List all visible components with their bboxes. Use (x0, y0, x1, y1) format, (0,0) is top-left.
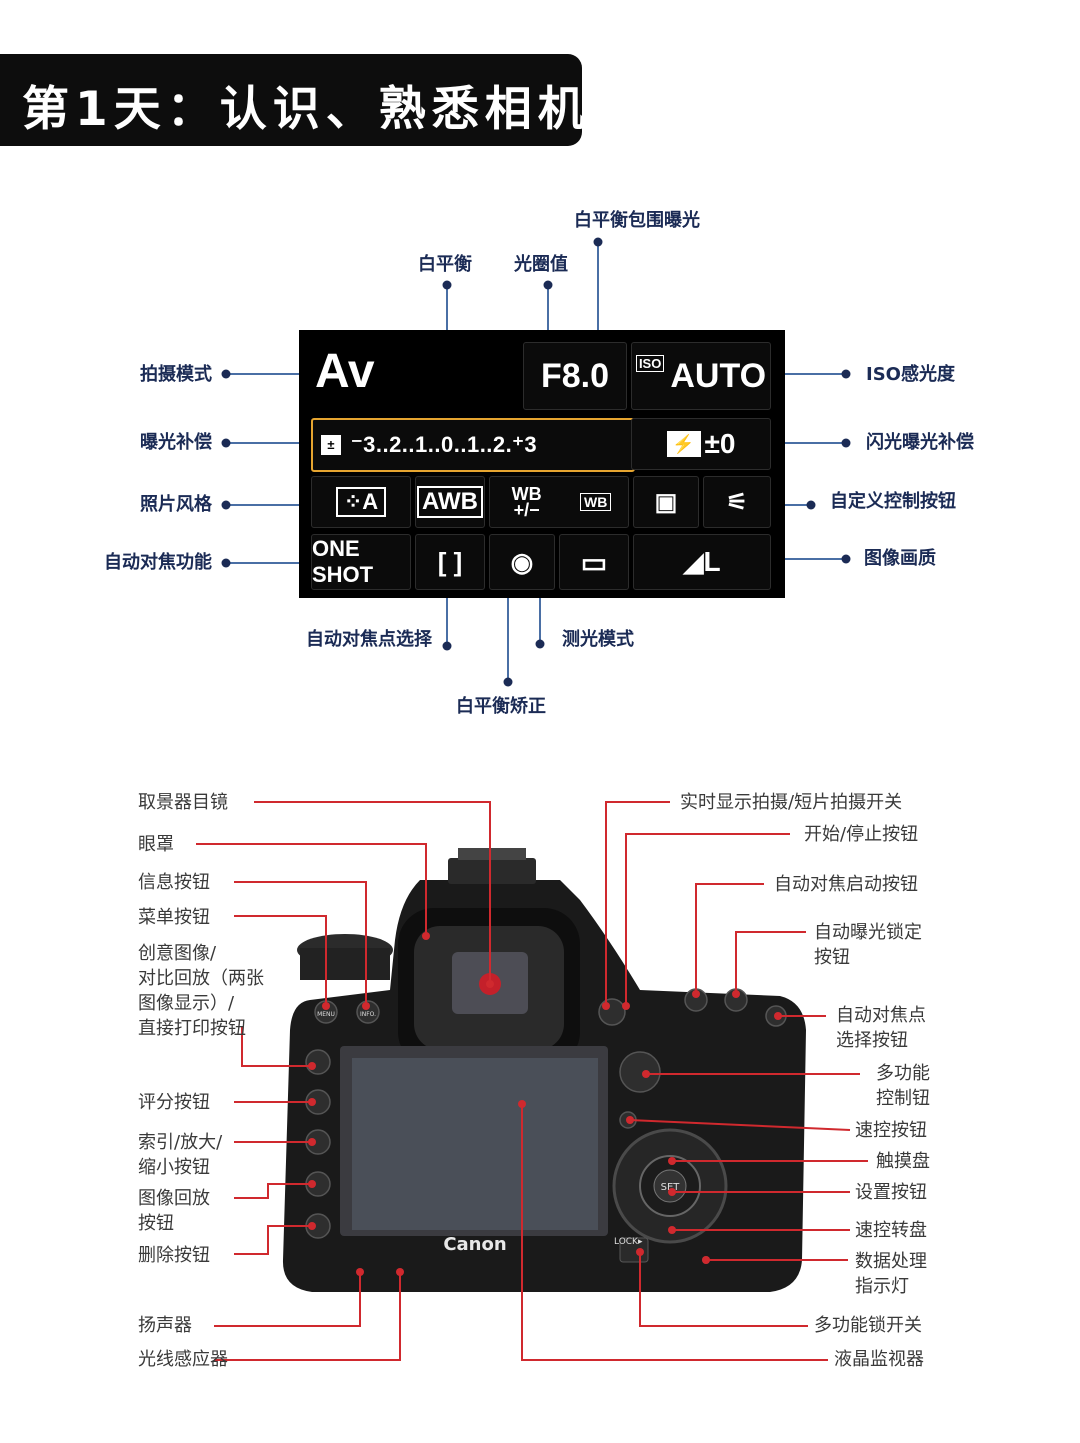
flash-comp-value: ±0 (704, 428, 736, 459)
label-flash-comp: 闪光曝光补偿 (866, 432, 974, 453)
label-af-function: 自动对焦功能 (104, 552, 212, 573)
label-speaker: 扬声器 (138, 1315, 192, 1336)
label-multi-controller-2: 控制钮 (876, 1088, 930, 1109)
menu-button-label: MENU (317, 1011, 335, 1018)
lcd-monitor (352, 1058, 598, 1230)
label-info-button: 信息按钮 (138, 872, 210, 893)
label-quick-control: 速控按钮 (855, 1120, 927, 1141)
flash-comp-cell: ⚡ ±0 (631, 418, 771, 470)
af-point-cell: [ ] (415, 534, 485, 590)
metering-cell: ◉ (489, 534, 555, 590)
label-playback-1: 图像回放 (138, 1188, 210, 1209)
quality-cell: ◢ L (633, 534, 771, 590)
frame-icon: ▭ (580, 546, 608, 578)
hot-shoe-rail (458, 848, 526, 860)
title-banner: 第1天：认识、熟悉相机 (0, 54, 585, 146)
label-exposure-comp: 曝光补偿 (140, 432, 212, 453)
picture-style-cell: ⁘A (311, 476, 411, 528)
custom-control-icon: ▣ (654, 488, 678, 516)
picture-style-icon: ⁘A (335, 487, 387, 517)
label-access-lamp-2: 指示灯 (855, 1276, 909, 1297)
label-shooting-mode: 拍摄模式 (140, 364, 212, 385)
label-lcd-monitor: 液晶监视器 (834, 1349, 924, 1370)
label-rate-button: 评分按钮 (138, 1092, 210, 1113)
lcd-screen: Av F8.0 ISO AUTO ± ⁻3..2..1..0..1..2.⁺3 … (299, 330, 785, 598)
exposure-scale-text: ⁻3..2..1..0..1..2.⁺3 (351, 432, 538, 457)
label-live-view: 实时显示拍摄/短片拍摄开关 (680, 792, 903, 813)
label-touch-pad: 触摸盘 (876, 1151, 930, 1172)
label-set-button: 设置按钮 (855, 1182, 927, 1203)
label-iso: ISO感光度 (866, 364, 955, 385)
label-multi-lock: 多功能锁开关 (814, 1315, 922, 1336)
label-af-point-2: 选择按钮 (836, 1030, 908, 1051)
label-creative-image-3: 图像显示）/ (138, 993, 235, 1014)
wb-shift-bracket-cell: WB +/− WB (489, 476, 629, 528)
label-ae-lock-2: 按钮 (814, 947, 850, 968)
page-title: 第1天：认识、熟悉相机 (22, 82, 591, 137)
custom-control-cell-1: ▣ (633, 476, 699, 528)
label-wb-bracketing: 白平衡包围曝光 (574, 210, 700, 231)
exposure-comp-scale: ± ⁻3..2..1..0..1..2.⁺3 (311, 418, 635, 472)
label-multi-controller-1: 多功能 (876, 1063, 930, 1084)
label-creative-image-1: 创意图像/ (138, 943, 217, 964)
label-metering: 测光模式 (562, 629, 634, 650)
multi-controller (619, 1051, 661, 1093)
quality-icon: ◢ (683, 546, 704, 577)
label-af-point-1: 自动对焦点 (836, 1005, 926, 1026)
drive-cell: ▭ (559, 534, 629, 590)
label-playback-2: 按钮 (138, 1213, 174, 1234)
label-white-balance: 白平衡 (418, 254, 472, 275)
label-zoom-2: 缩小按钮 (138, 1157, 210, 1178)
af-point-icon: [ ] (437, 546, 463, 577)
label-creative-image-4: 直接打印按钮 (138, 1018, 246, 1039)
label-af-on: 自动对焦启动按钮 (774, 874, 918, 895)
brand-logo: Canon (443, 1234, 506, 1255)
awb-cell: AWB (415, 476, 485, 528)
custom-dial-icon: ⚟ (726, 488, 748, 516)
label-zoom-1: 索引/放大/ (138, 1132, 223, 1153)
wb-bracket-value: WB (579, 493, 612, 511)
iso-cell: ISO AUTO (631, 342, 771, 410)
quality-value: L (703, 546, 721, 577)
label-ae-lock-1: 自动曝光锁定 (814, 922, 922, 943)
iso-badge: ISO (635, 355, 665, 372)
exposure-comp-icon: ± (321, 435, 341, 455)
label-menu-button: 菜单按钮 (138, 907, 210, 928)
label-delete: 删除按钮 (138, 1245, 210, 1266)
live-view-switch (598, 998, 626, 1026)
label-custom-controls: 自定义控制按钮 (830, 491, 956, 512)
label-picture-style: 照片风格 (140, 494, 212, 515)
aperture-value: F8.0 (523, 342, 627, 410)
label-light-sensor: 光线感应器 (138, 1349, 228, 1370)
awb-value: AWB (417, 486, 483, 518)
label-eyecup: 眼罩 (138, 834, 174, 855)
label-quick-dial: 速控转盘 (855, 1220, 927, 1241)
label-wb-correction: 白平衡矫正 (456, 696, 546, 717)
af-mode-value: ONE SHOT (311, 534, 411, 590)
info-button-label: INFO. (360, 1011, 376, 1018)
hot-shoe (448, 858, 536, 884)
label-viewfinder: 取景器目镜 (138, 792, 228, 813)
camera-back-illustration: MENU INFO. SET LOCK▸ Canon (196, 801, 868, 1361)
creative-image-button (305, 1049, 331, 1075)
shooting-mode-value: Av (315, 344, 375, 398)
set-button-label: SET (661, 1182, 681, 1193)
label-af-point: 自动对焦点选择 (306, 629, 432, 650)
label-creative-image-2: 对比回放（两张 (138, 968, 264, 989)
wb-shift-value: WB +/− (511, 484, 542, 520)
label-access-lamp-1: 数据处理 (855, 1251, 927, 1272)
lock-label: LOCK▸ (614, 1237, 643, 1247)
set-button (653, 1169, 687, 1203)
metering-icon: ◉ (510, 546, 534, 577)
custom-control-cell-2: ⚟ (703, 476, 771, 528)
label-aperture: 光圈值 (514, 254, 568, 275)
iso-value: AUTO (670, 356, 767, 395)
flash-comp-icon: ⚡ (666, 431, 701, 457)
label-image-quality: 图像画质 (864, 548, 936, 569)
label-start-stop: 开始/停止按钮 (804, 824, 919, 845)
mode-dial-side (300, 948, 390, 980)
